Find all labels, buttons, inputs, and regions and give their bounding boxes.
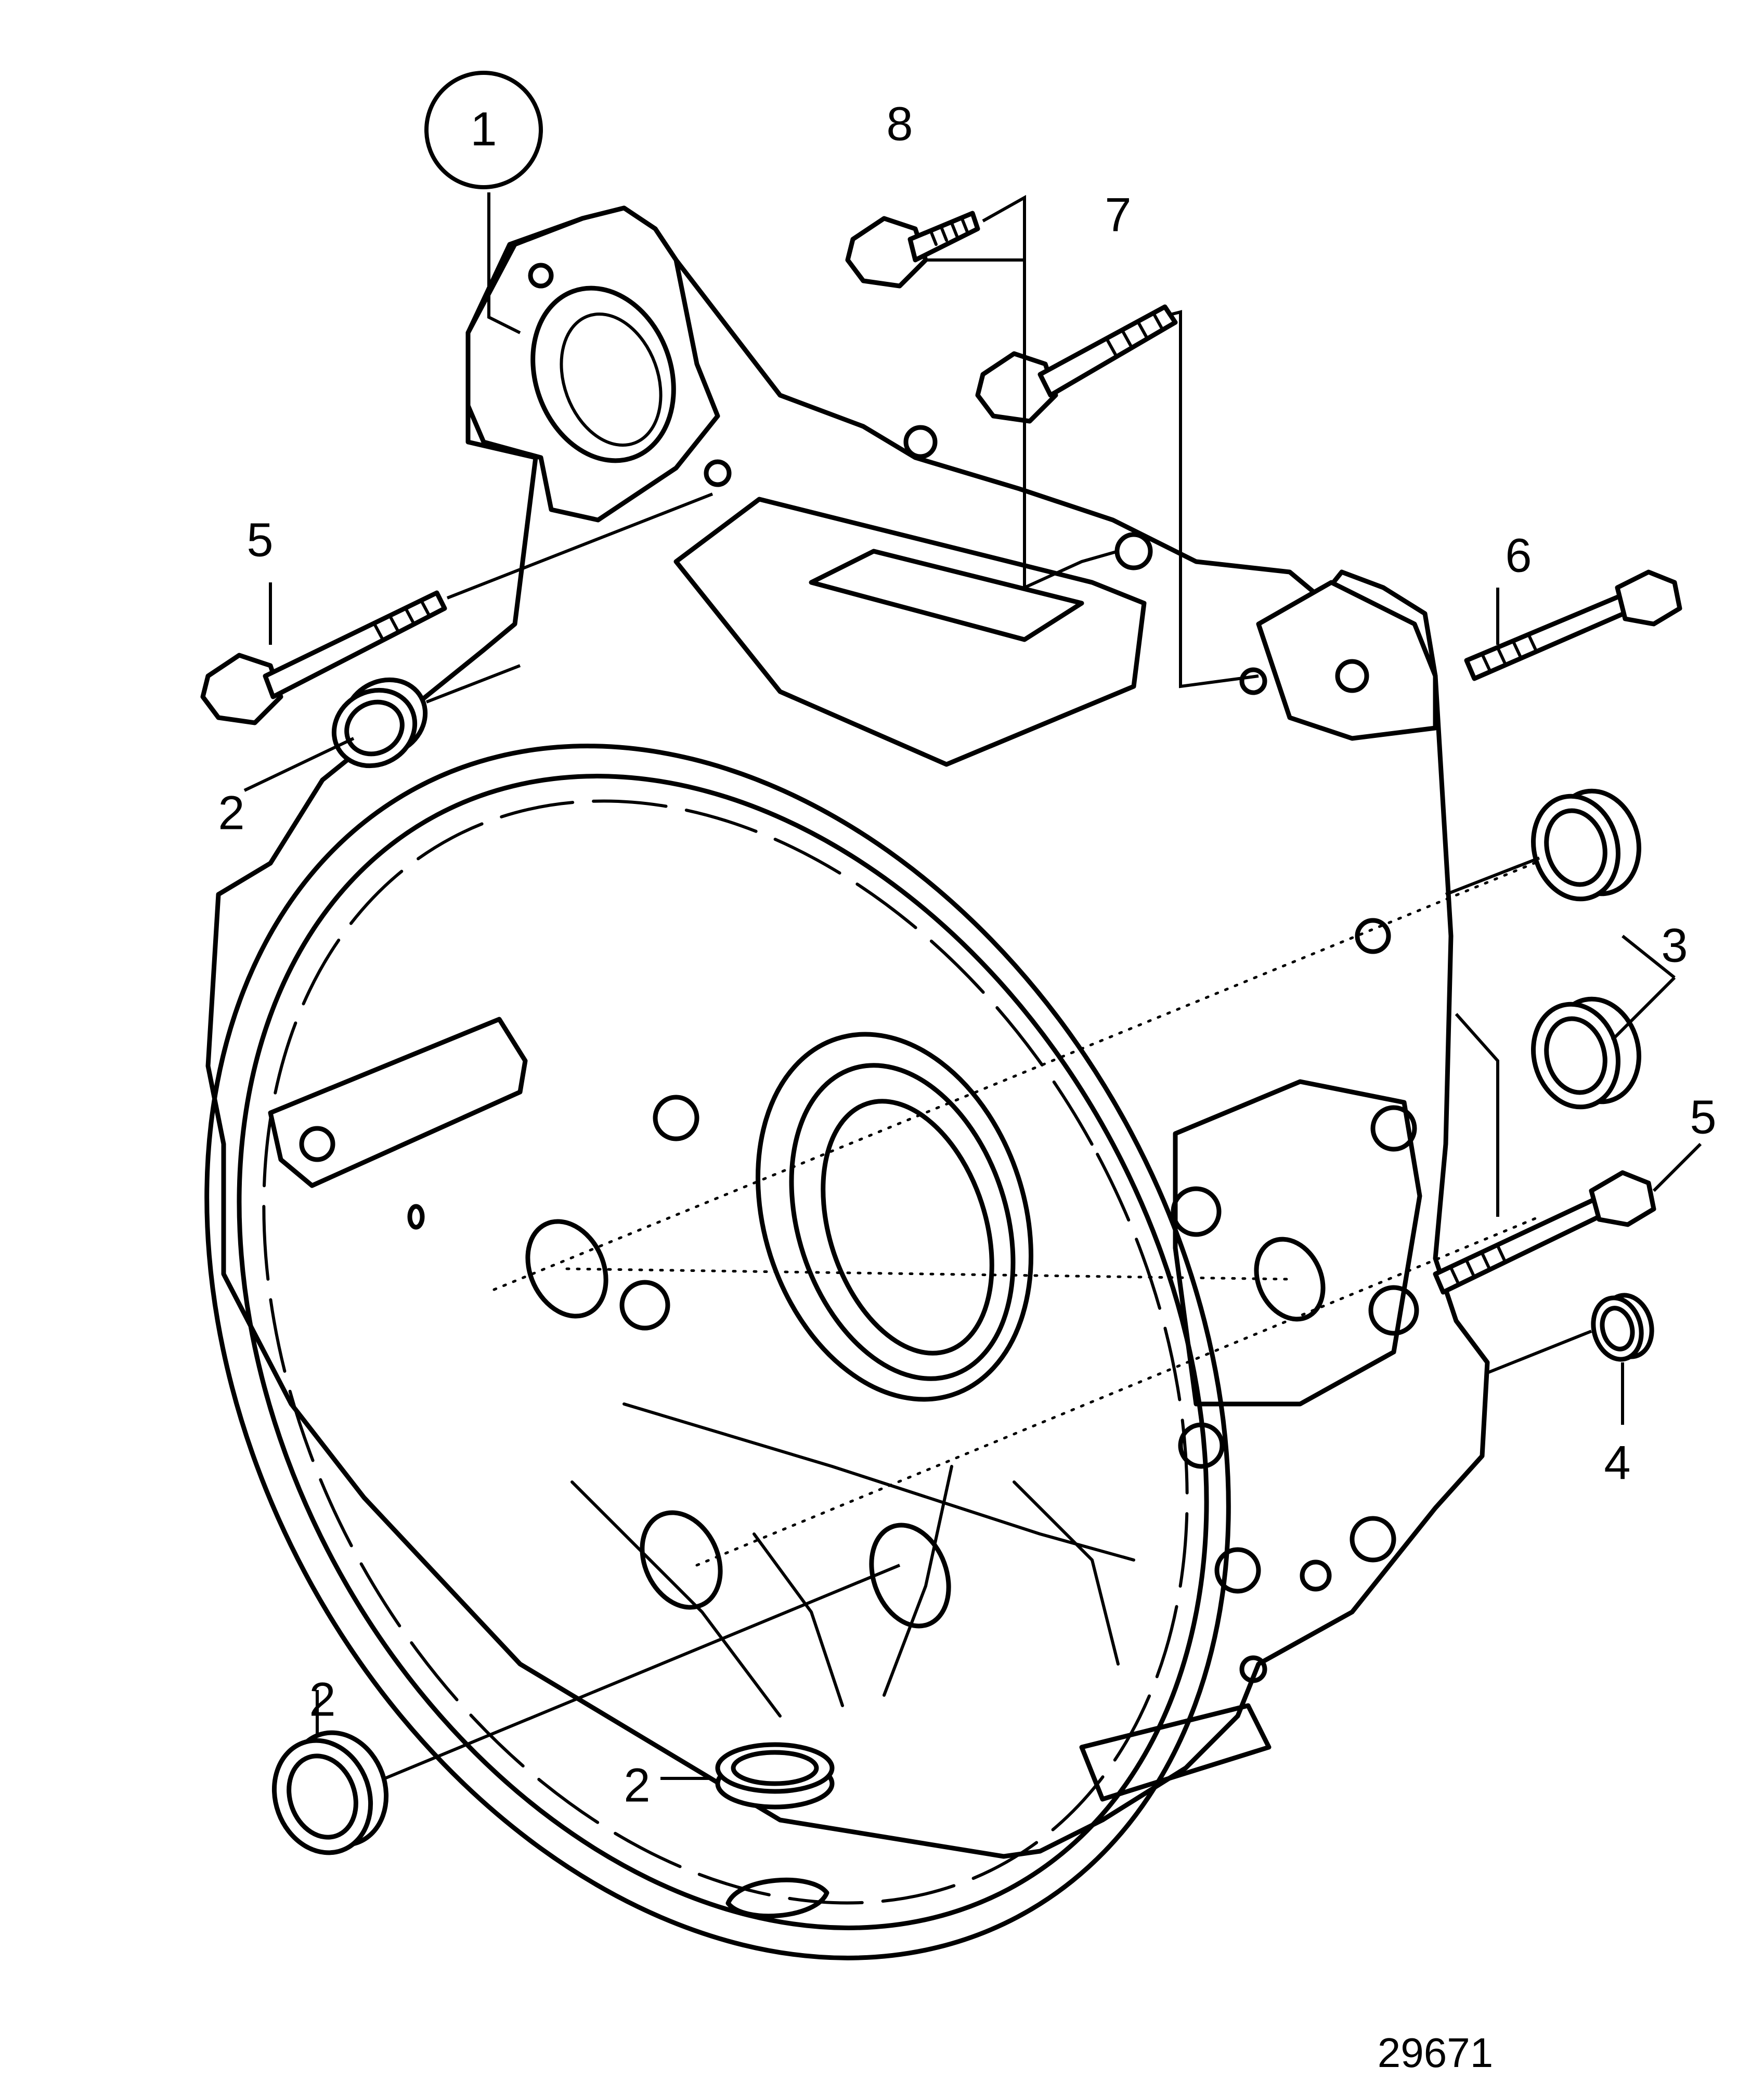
plug-2-bottom: [715, 1742, 835, 1919]
mount-hole: [1214, 1547, 1261, 1594]
bottom-pan-edge: [1079, 1703, 1272, 1802]
plug-3-lower: [1531, 996, 1641, 1110]
mount-hole: [407, 1204, 425, 1230]
callout-7: 7: [1105, 188, 1131, 241]
mount-hole: [903, 425, 938, 459]
plug-3-upper: [1531, 788, 1641, 902]
mount-hole: [1178, 1422, 1225, 1469]
callout-5-right: 5: [1690, 1090, 1716, 1143]
bolt-5-right: [1433, 1170, 1656, 1295]
callout-2-lower-left: 2: [309, 1673, 335, 1726]
camshaft-bore: [530, 285, 676, 463]
callout-1: 1: [470, 102, 497, 155]
leader-lines: [243, 192, 1702, 1780]
bolt-6: [1464, 569, 1682, 681]
mount-hole: [1370, 1105, 1417, 1152]
plug-2-upper: [331, 677, 428, 769]
bolt-8: [845, 211, 980, 289]
callout-4: 4: [1604, 1436, 1630, 1489]
leader-5-upper-shaft: [446, 492, 714, 600]
mount-hole: [704, 459, 732, 487]
mount-hole: [1350, 1516, 1396, 1563]
flywheel-housing: [204, 205, 1490, 1960]
bell-flange-inner: [237, 774, 1209, 1930]
bell-flange-outer: [204, 744, 1231, 1960]
plug-port-left: [525, 1219, 608, 1319]
leader-3-upper-shaft: [1445, 856, 1540, 896]
callout-8: 8: [886, 97, 913, 150]
mount-hole: [653, 1095, 699, 1141]
mount-hole: [1335, 659, 1369, 693]
mount-hole: [1368, 1285, 1419, 1336]
plug-port-lower: [640, 1510, 723, 1610]
callout-1-circle: [424, 71, 543, 189]
leader-3: [1455, 934, 1676, 1217]
crank-seal-bore-hole: [821, 1099, 994, 1356]
right-side-plate: [1173, 1079, 1422, 1407]
callout-3: 3: [1661, 919, 1688, 972]
arm-bracket-hole: [299, 1126, 335, 1162]
callout-2-upper: 2: [218, 786, 244, 839]
callout-2-bottom: 2: [624, 1759, 650, 1812]
alignment-lines: [492, 862, 1541, 1567]
bolt-7: [975, 304, 1178, 424]
plug-2-lower-left: [271, 1730, 389, 1855]
crank-seal-bore-inner: [789, 1063, 1016, 1381]
callout-labels: 1 8 7 5 6 2 3 5 4 2 2 29671: [218, 71, 1717, 2076]
leader-7: [1170, 310, 1259, 688]
mount-hole: [1355, 918, 1391, 954]
top-cover-opening: [809, 549, 1084, 642]
bell-flange-slots: [262, 799, 1189, 1905]
mount-hole: [619, 1280, 670, 1331]
leader-5-right: [1652, 1142, 1702, 1192]
bolt-5-upper: [200, 590, 447, 725]
mount-hole: [1239, 667, 1267, 695]
mount-hole: [1171, 1186, 1222, 1237]
leader-2-upper-shaft: [425, 664, 521, 704]
plug-4: [1591, 1293, 1654, 1362]
lower-rib-structure: [570, 1402, 1135, 1718]
camshaft-bore-inner: [560, 313, 663, 447]
plug-port-right: [1254, 1237, 1326, 1322]
lower-port: [869, 1523, 951, 1629]
leader-8: [982, 194, 1119, 590]
housing-outline: [205, 205, 1490, 1859]
leader-2-upper: [243, 737, 355, 792]
callout-5-upper: 5: [247, 513, 273, 566]
callout-6: 6: [1505, 529, 1532, 582]
figure-number: 29671: [1378, 2030, 1493, 2076]
top-cover-flange: [673, 497, 1147, 767]
mount-hole: [1239, 1655, 1267, 1683]
leader-4-shaft: [1486, 1330, 1592, 1374]
leader-2-lower-shaft: [384, 1564, 901, 1780]
leader-1: [487, 192, 521, 334]
mount-hole: [528, 263, 554, 289]
mount-hole: [1300, 1559, 1332, 1592]
